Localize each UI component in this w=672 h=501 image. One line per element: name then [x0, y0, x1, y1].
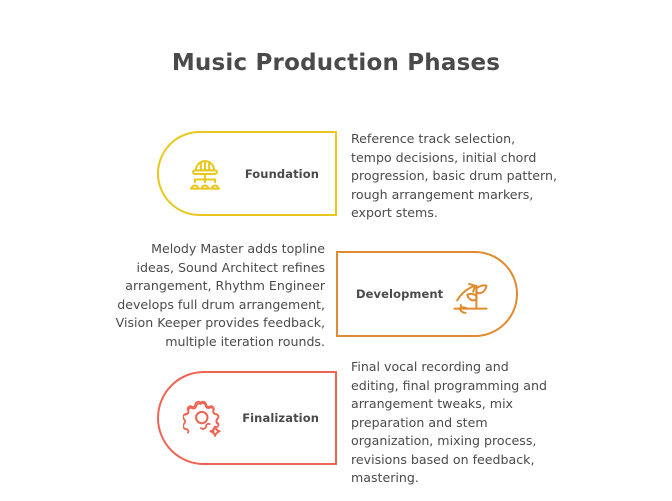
page-title: Music Production Phases: [171, 50, 501, 76]
gear-sparkle-icon: [183, 400, 221, 437]
phase-row-foundation: Foundation Reference track selection, te…: [0, 126, 672, 220]
phase-description-development: Melody Master adds topline ideas, Sound …: [115, 241, 325, 349]
phase-row-finalization: Finalization Final vocal recording and e…: [0, 359, 672, 485]
phase-label-finalization: Finalization: [242, 411, 319, 425]
phase-label-foundation: Foundation: [244, 166, 319, 181]
phase-label-development: Development: [356, 287, 444, 301]
phase-shape-finalization[interactable]: Finalization: [157, 371, 337, 465]
growing-plant-arrow-icon: [453, 282, 488, 314]
phase-shape-development[interactable]: Development: [336, 251, 518, 337]
phase-description-foundation: Reference track selection, tempo decisio…: [351, 131, 557, 220]
phase-shape-foundation[interactable]: Foundation: [157, 131, 337, 216]
phase-row-development: Melody Master adds topline ideas, Sound …: [0, 241, 672, 349]
hard-hat-hierarchy-icon: [189, 159, 221, 190]
phase-description-finalization: Final vocal recording and editing, final…: [351, 359, 547, 485]
